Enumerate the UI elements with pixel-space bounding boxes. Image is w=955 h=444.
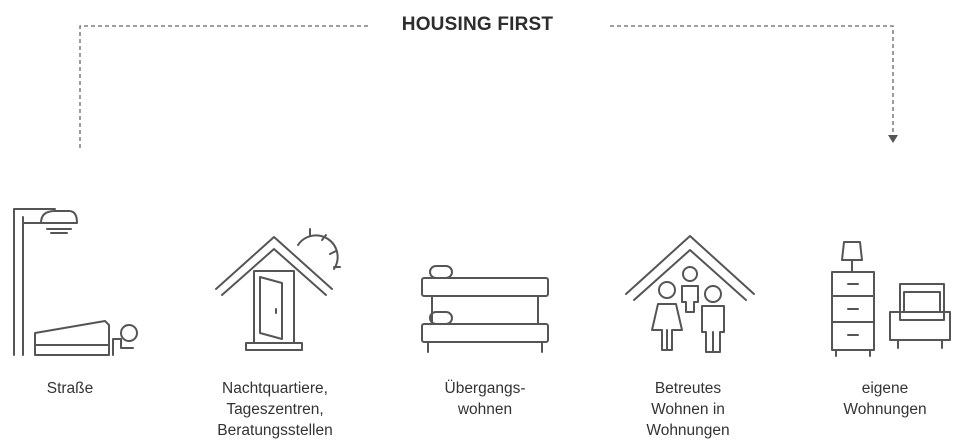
- label-line: Nachtquartiere,: [222, 380, 328, 397]
- shelter-with-sun-icon: [215, 228, 341, 351]
- arrow-left-segment: [79, 25, 368, 148]
- step-label-eigene: eigene Wohnungen: [820, 378, 950, 420]
- label-line: Straße: [46, 380, 94, 397]
- arrowhead-down-icon: [888, 135, 898, 143]
- step-label-uebergangswohnen: Übergangs- wohnen: [415, 378, 555, 420]
- label-line: Betreutes: [654, 380, 722, 397]
- label-line: eigene: [861, 380, 909, 397]
- apartment-furniture-icon: [831, 241, 951, 357]
- step-label-nachtquartiere: Nachtquartiere, Tageszentren, Beratungss…: [195, 378, 355, 441]
- street-sleeper-icon: [13, 208, 138, 356]
- diagram-title: HOUSING FIRST: [401, 14, 554, 35]
- bunk-bed-icon: [421, 265, 549, 353]
- label-line: Übergangs-: [444, 380, 526, 397]
- label-line: Wohnungen: [843, 401, 927, 418]
- label-line: Wohnungen: [646, 422, 730, 439]
- step-label-strasse: Straße: [15, 378, 125, 399]
- label-line: Tageszentren,: [226, 401, 324, 418]
- family-under-roof-icon: [625, 235, 755, 353]
- label-line: Wohnen in: [651, 401, 725, 418]
- housing-first-arrow: [79, 25, 898, 148]
- step-label-betreutes: Betreutes Wohnen in Wohnungen: [618, 378, 758, 441]
- label-line: wohnen: [457, 401, 513, 418]
- arrow-right-segment: [610, 25, 894, 132]
- label-line: Beratungsstellen: [217, 422, 333, 439]
